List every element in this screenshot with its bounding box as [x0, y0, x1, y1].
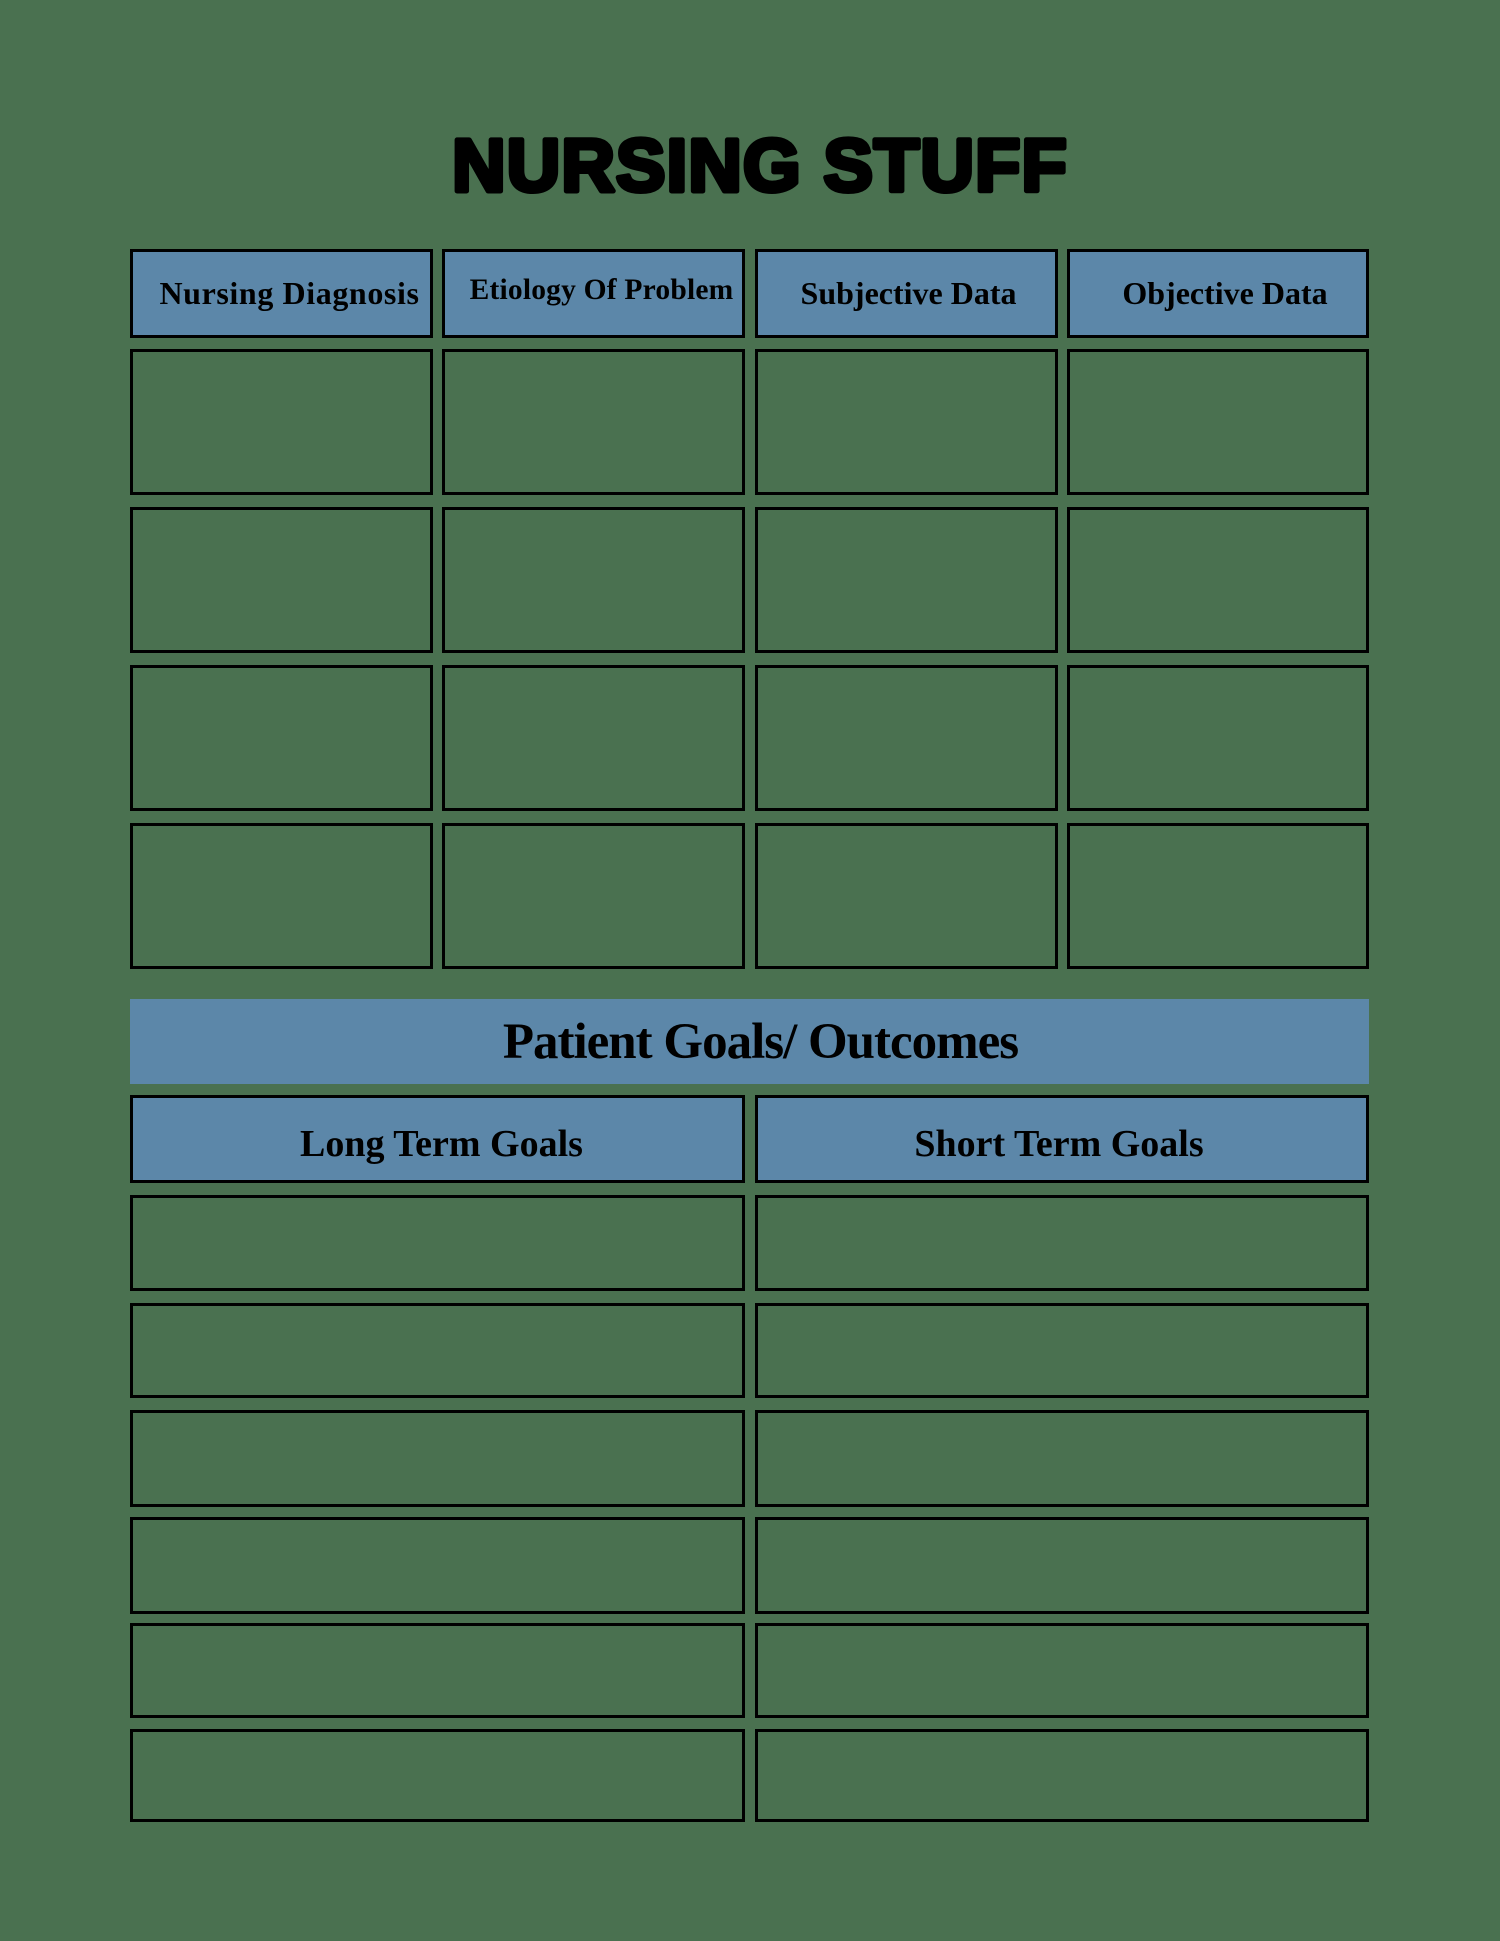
- svg-text:NURSING STUFF: NURSING STUFF: [452, 124, 1068, 207]
